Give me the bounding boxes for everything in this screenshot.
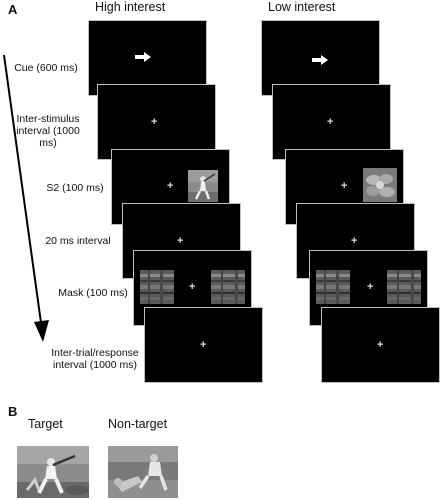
noise-mask-image — [387, 270, 421, 304]
step-label-cue: Cue (600 ms) — [14, 62, 78, 74]
noise-mask-image — [211, 270, 245, 304]
step-label-mask: Mask (100 ms) — [58, 287, 128, 299]
step-label-20ms-interval: 20 ms interval — [45, 235, 111, 247]
baseball-slide-photo — [108, 446, 178, 498]
right-arrow-icon — [135, 52, 151, 62]
panel-b-letter: B — [8, 404, 18, 419]
fixation-cross: + — [351, 235, 358, 247]
fixation-cross: + — [189, 281, 196, 293]
flower-photo — [363, 168, 397, 202]
baseball-batter-photo — [188, 170, 218, 202]
fixation-cross: + — [341, 180, 348, 192]
right-arrow-icon — [312, 55, 328, 65]
low-cue-screen — [261, 20, 380, 96]
fixation-cross: + — [177, 235, 184, 247]
panel-a-letter: A — [8, 2, 18, 17]
high-isi-screen: + — [97, 84, 216, 160]
low-isi-screen: + — [272, 84, 391, 160]
column-header-low-interest: Low interest — [268, 0, 336, 14]
fixation-cross: + — [200, 339, 207, 351]
step-label-s2: S2 (100 ms) — [46, 182, 104, 194]
step-label-inter-trial: Inter-trial/response interval (1000 ms) — [51, 347, 139, 371]
fixation-cross: + — [367, 281, 374, 293]
label-non-target: Non-target — [108, 417, 168, 431]
fixation-cross: + — [377, 339, 384, 351]
low-iti-screen: + — [321, 307, 440, 383]
noise-mask-image — [140, 270, 174, 304]
column-header-high-interest: High interest — [95, 0, 166, 14]
high-iti-screen: + — [144, 307, 263, 383]
fixation-cross: + — [151, 116, 158, 128]
fixation-cross: + — [167, 180, 174, 192]
step-label-inter-stimulus: Inter-stimulus interval (1000 ms) — [16, 113, 80, 149]
label-target: Target — [28, 417, 63, 431]
baseball-batter-photo — [17, 446, 89, 498]
noise-mask-image — [316, 270, 350, 304]
fixation-cross: + — [327, 116, 334, 128]
